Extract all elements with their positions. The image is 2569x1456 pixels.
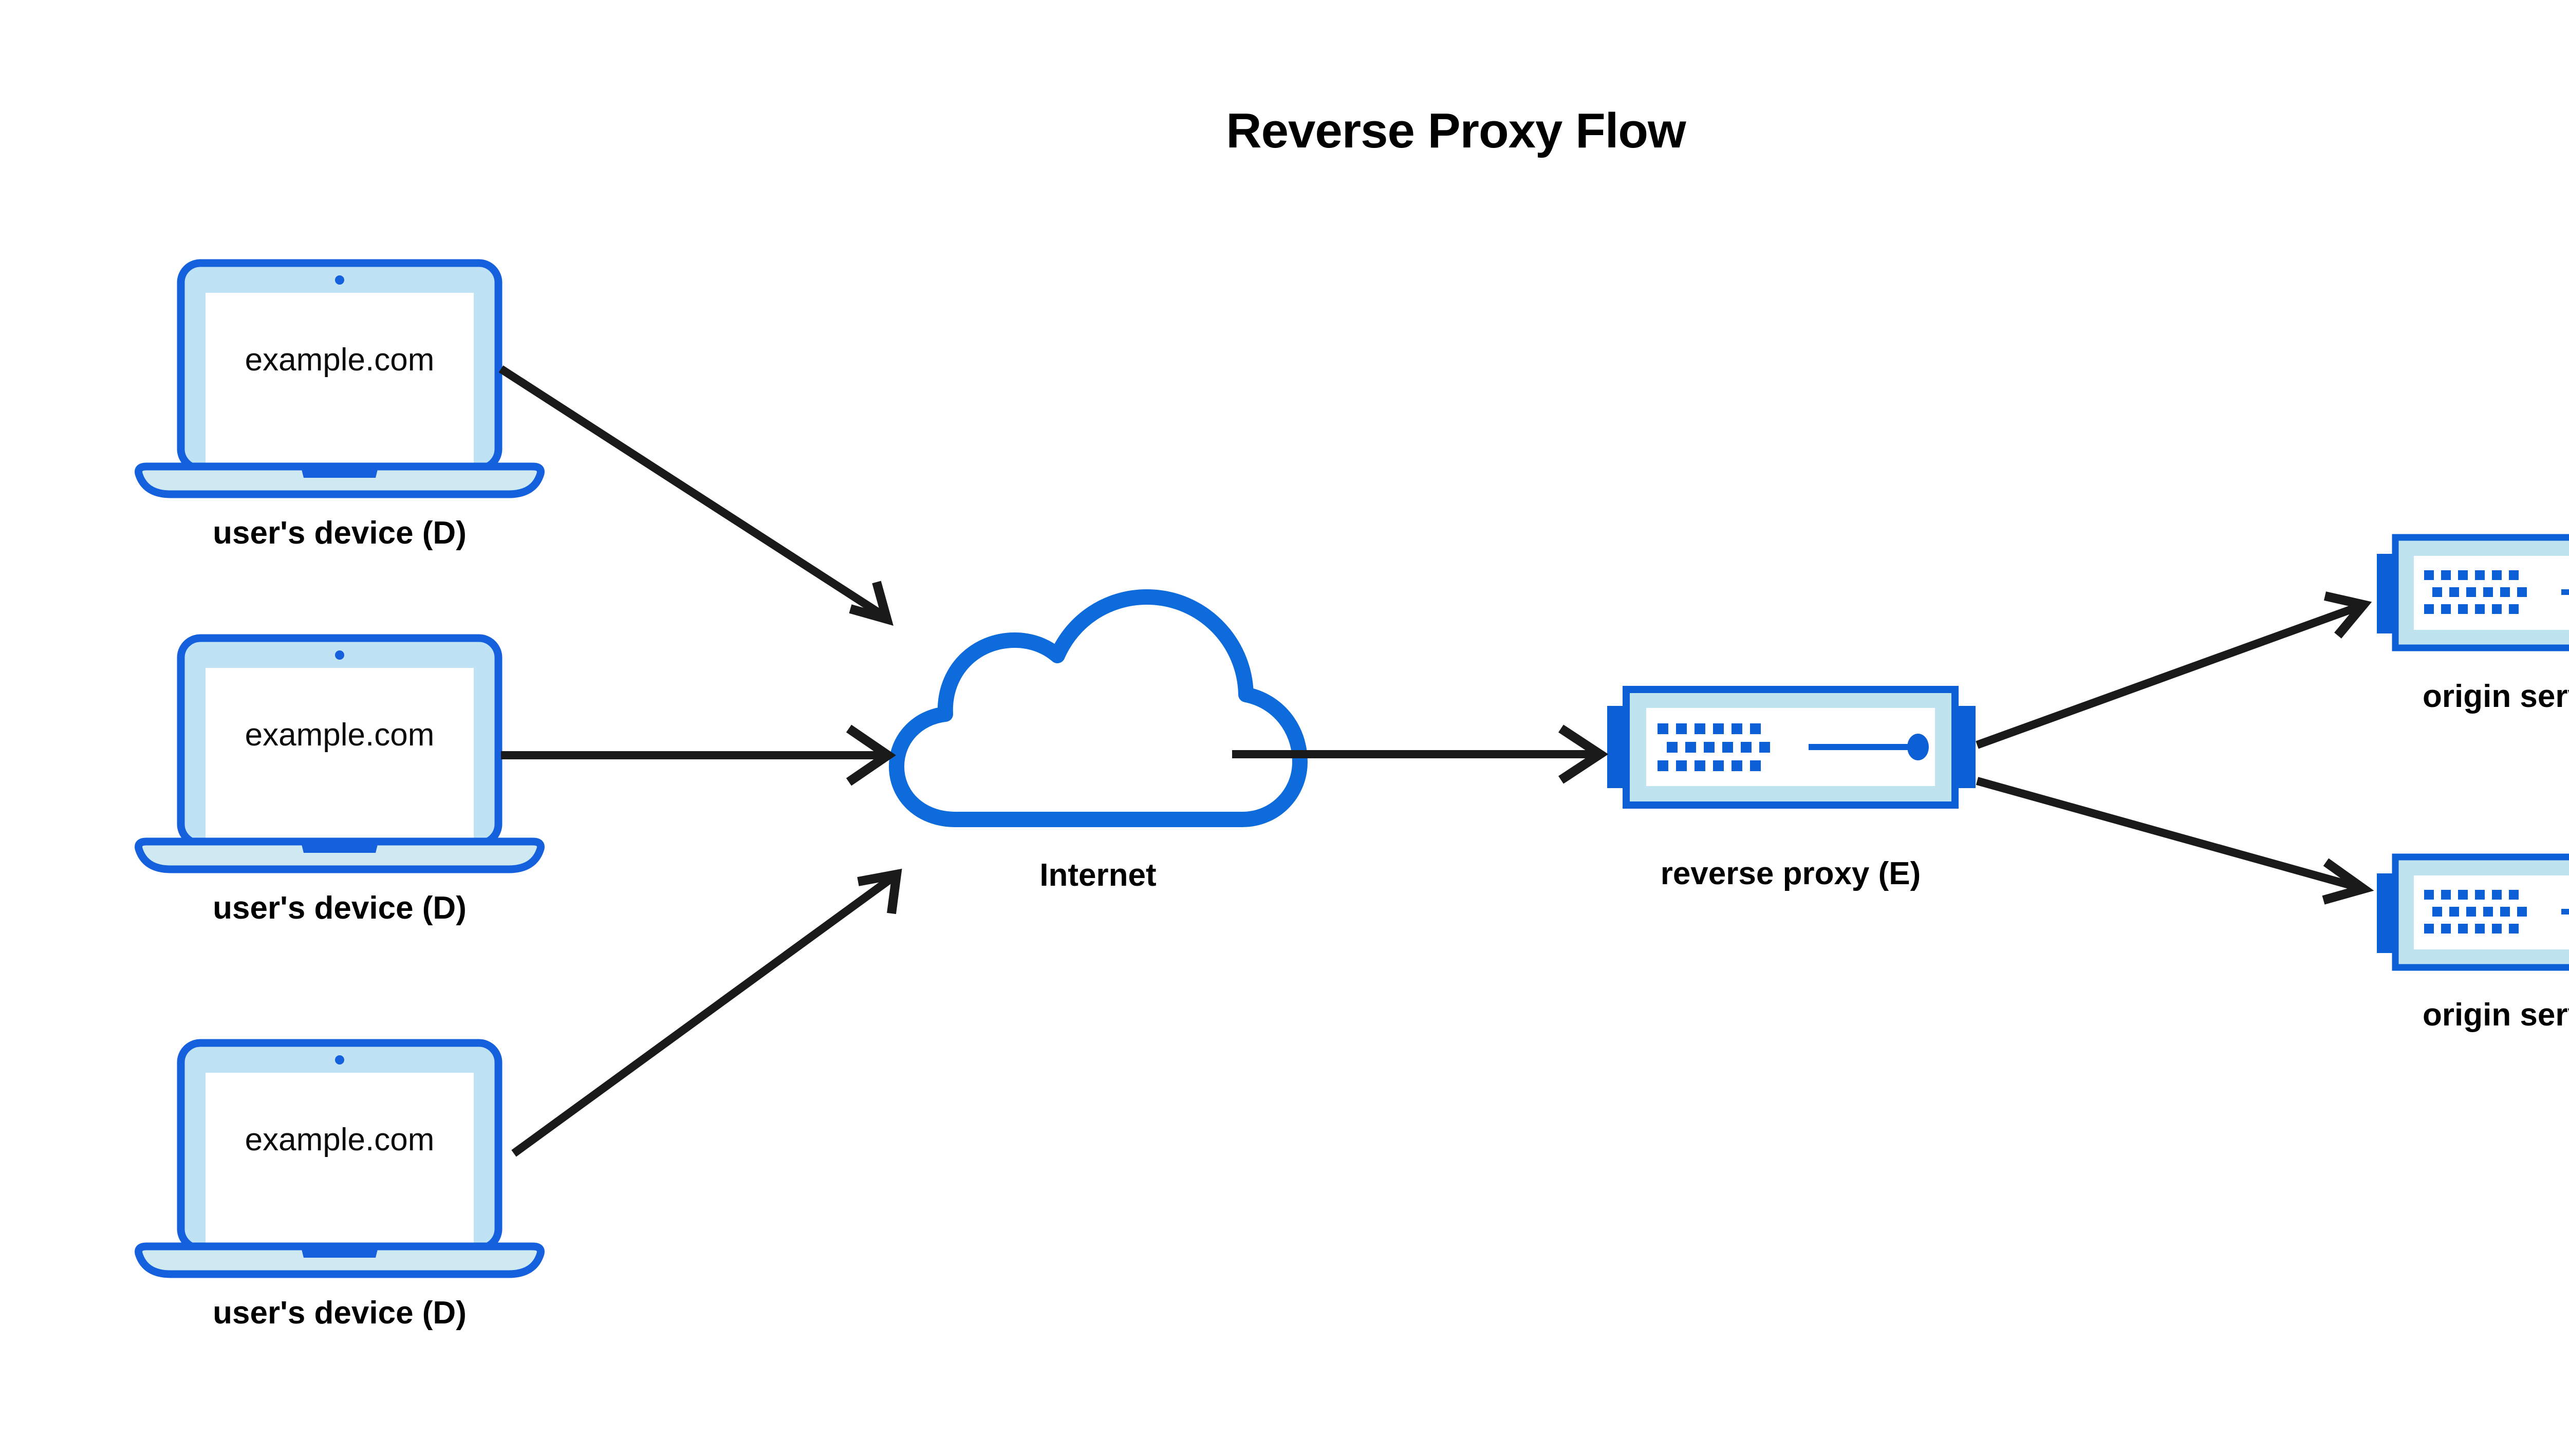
server-vent-grid [1658, 723, 1770, 771]
server-status-bar [2561, 909, 2569, 914]
server-status-led-icon [1907, 734, 1929, 760]
edge-client2-internet [501, 724, 896, 786]
laptop-base [135, 1242, 545, 1278]
server-icon-origin-2[interactable] [2377, 853, 2569, 971]
node-label-origin-2: origin server (F) [2423, 997, 2569, 1033]
edge-client3-internet [511, 868, 902, 1157]
node-label-client-2: user's device (D) [213, 890, 467, 926]
laptop-screen [206, 293, 474, 469]
laptop-screen-text-client-2: example.com [245, 717, 435, 753]
server-vent-grid [2424, 890, 2527, 934]
node-label-reverse-proxy: reverse proxy (E) [1660, 856, 1921, 891]
node-label-origin-1: origin server (F) [2423, 679, 2569, 714]
laptop-camera-icon [335, 1055, 344, 1065]
edge-proxy-origin1 [1976, 591, 2372, 749]
node-label-client-3: user's device (D) [213, 1295, 467, 1331]
laptop-camera-icon [335, 650, 344, 660]
laptop-screen-text-client-1: example.com [245, 342, 435, 378]
laptop-camera-icon [335, 275, 344, 285]
laptop-notch [301, 841, 379, 853]
edge-proxy-origin2 [1976, 777, 2374, 905]
laptop-notch [301, 465, 379, 478]
laptop-icon-client-1[interactable] [135, 259, 545, 498]
laptop-screen [206, 668, 474, 844]
server-icon-reverse-proxy[interactable] [1607, 686, 1976, 809]
page-title: Reverse Proxy Flow [1226, 103, 1686, 158]
server-status-bar [2561, 589, 2569, 595]
edge-client1-internet [498, 365, 893, 626]
edge-internet-proxy [1232, 724, 1609, 784]
server-vent-grid [2424, 570, 2527, 614]
laptop-icon-client-3[interactable] [135, 1039, 545, 1278]
server-icon-origin-1[interactable] [2377, 534, 2569, 651]
laptop-notch [301, 1245, 379, 1258]
laptop-screen [206, 1073, 474, 1248]
laptop-screen-text-client-3: example.com [245, 1122, 435, 1158]
node-label-client-1: user's device (D) [213, 515, 467, 551]
laptop-base [135, 837, 545, 873]
cloud-icon-internet[interactable] [889, 589, 1308, 827]
node-label-internet: Internet [1039, 857, 1157, 893]
laptop-icon-client-2[interactable] [135, 634, 545, 873]
server-status-bar [1809, 744, 1911, 750]
laptop-base [135, 462, 545, 498]
cloud-shape [889, 589, 1308, 827]
